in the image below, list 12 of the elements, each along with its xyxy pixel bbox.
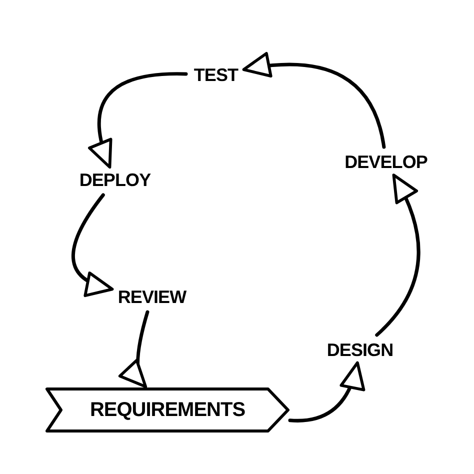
stage-label: REVIEW — [110, 282, 194, 312]
curved-arrow — [288, 361, 364, 422]
curved-arrow — [88, 72, 188, 169]
stage-label: DEPLOY — [72, 165, 158, 195]
stage-label: TEST — [186, 60, 246, 90]
stage-label: DEVELOP — [338, 147, 434, 177]
curved-arrow — [375, 174, 420, 337]
curved-arrow — [72, 193, 114, 296]
banner-arrow: REQUIREMENTS — [45, 385, 290, 435]
stage-label: DESIGN — [322, 335, 398, 365]
curved-arrow — [119, 310, 150, 388]
curved-arrow — [242, 52, 386, 149]
